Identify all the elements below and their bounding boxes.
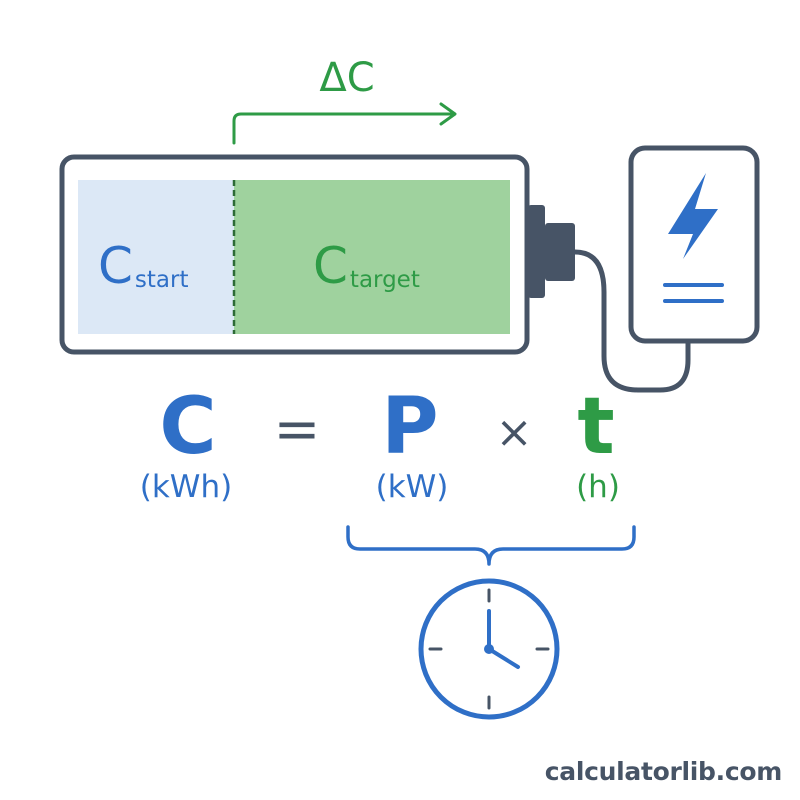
grouping-brace (346, 525, 636, 566)
formula-p-symbol: P (381, 382, 438, 472)
battery-start-fill (78, 180, 234, 334)
c-start-subscript: start (135, 267, 189, 293)
clock-minute-hand (487, 647, 520, 669)
charging-cable (572, 249, 691, 393)
battery-terminal (528, 205, 545, 298)
site-watermark: calculatorlib.com (544, 757, 783, 786)
c-target-symbol: C (313, 237, 348, 295)
lightning-bolt-icon (668, 173, 718, 259)
formula-c-symbol: C (159, 382, 216, 472)
delta-arrow (232, 112, 454, 145)
delta-c-label: ΔC (319, 55, 374, 101)
charger-body (628, 145, 760, 344)
watermark-suffix: lib.com (681, 757, 783, 786)
formula-t-symbol: t (577, 382, 614, 472)
charger-device (628, 145, 760, 344)
battery-plug (545, 223, 575, 281)
clock-icon (418, 578, 560, 720)
battery-icon (59, 154, 575, 355)
battery-outline (59, 154, 530, 355)
watermark-prefix: calculator (544, 757, 682, 786)
formula-p-unit: (kW) (376, 469, 449, 505)
c-start-symbol: C (98, 237, 133, 295)
c-target-subscript: target (350, 267, 420, 293)
formula-t-unit: (h) (576, 469, 620, 505)
formula: C (kWh) = P (kW) × t (h) (140, 382, 620, 505)
c-target-label: Ctarget (313, 237, 420, 295)
formula-times: × (496, 407, 533, 458)
clock-center (484, 644, 494, 654)
delta-arrow-head (439, 102, 457, 126)
c-start-label: Cstart (98, 237, 189, 295)
formula-c-unit: (kWh) (140, 469, 232, 505)
formula-equals: = (274, 397, 321, 462)
battery-target-fill (234, 180, 510, 334)
